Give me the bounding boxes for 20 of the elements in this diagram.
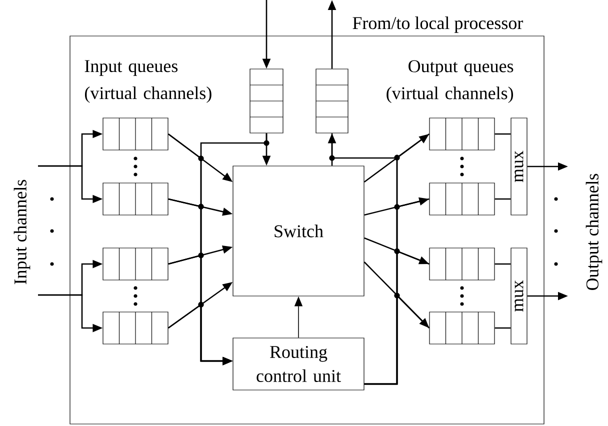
queue-buffer <box>102 312 168 344</box>
queue-buffer <box>429 118 495 150</box>
router-frame <box>70 36 544 424</box>
channel-label: Output channels <box>586 174 602 290</box>
mux-box: mux <box>510 248 528 344</box>
queue-buffer <box>429 182 495 216</box>
queue-heading: Input queues (virtual channels) <box>84 60 212 103</box>
switch-box: Switch <box>232 166 364 296</box>
queue-buffer <box>429 312 495 344</box>
mux-box: mux <box>510 118 528 216</box>
control-unit-box: Routing control unit <box>232 338 364 390</box>
queue-buffer <box>102 248 168 280</box>
queue-heading: Output queues (virtual channels) <box>386 60 514 103</box>
queue-buffer <box>102 182 168 216</box>
queue-buffer <box>250 68 284 134</box>
queue-buffer <box>102 118 168 150</box>
caption-text: From/to local processor <box>352 16 524 33</box>
channel-label: Input channels <box>14 180 30 284</box>
queue-buffer <box>429 248 495 280</box>
queue-buffer <box>316 68 348 134</box>
